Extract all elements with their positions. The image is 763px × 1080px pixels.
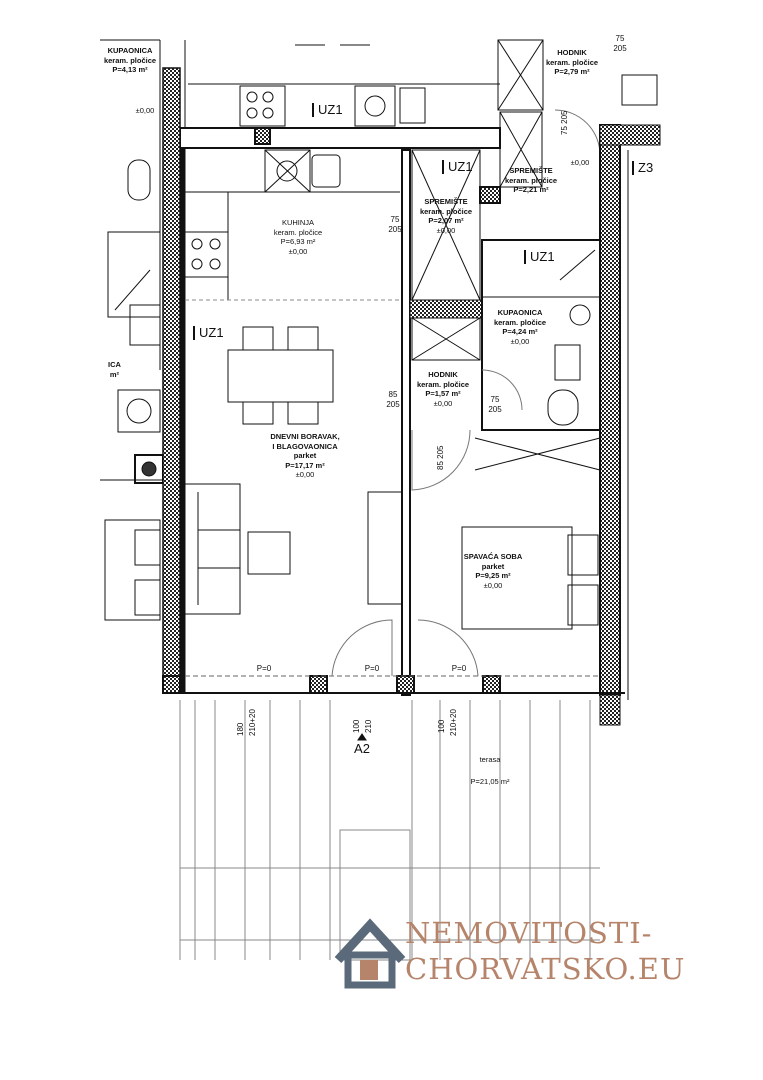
tag-uz1: UZ1	[442, 160, 473, 174]
door-dim: 210	[364, 719, 373, 733]
window-dim: 210+20	[449, 709, 458, 736]
door-dim: 75 205	[560, 110, 569, 136]
window-dim: 180	[236, 722, 245, 736]
level-kupaonica-left: ±0,00	[135, 106, 155, 115]
threshold-p0: P=0	[256, 664, 272, 673]
tag-uz1: UZ1	[193, 326, 224, 340]
tag-uz1: UZ1	[524, 250, 555, 264]
door-dim: 100	[352, 719, 361, 733]
watermark-house-icon	[334, 918, 406, 989]
tag-z3: Z3	[632, 161, 653, 175]
section-marker-a2: A2	[354, 741, 370, 756]
tag-uz1: UZ1	[312, 103, 343, 117]
window-dim: 100	[437, 719, 446, 733]
threshold-p0: P=0	[364, 664, 380, 673]
threshold-p0: P=0	[451, 664, 467, 673]
watermark-line2: CHORVATSKO.EU	[405, 952, 686, 986]
door-dim: 85 205	[436, 445, 445, 471]
level-hodnik-top: ±0,00	[570, 158, 590, 167]
watermark-line1: NEMOVITOSTI-	[405, 916, 653, 950]
window-dim: 210+20	[248, 709, 257, 736]
